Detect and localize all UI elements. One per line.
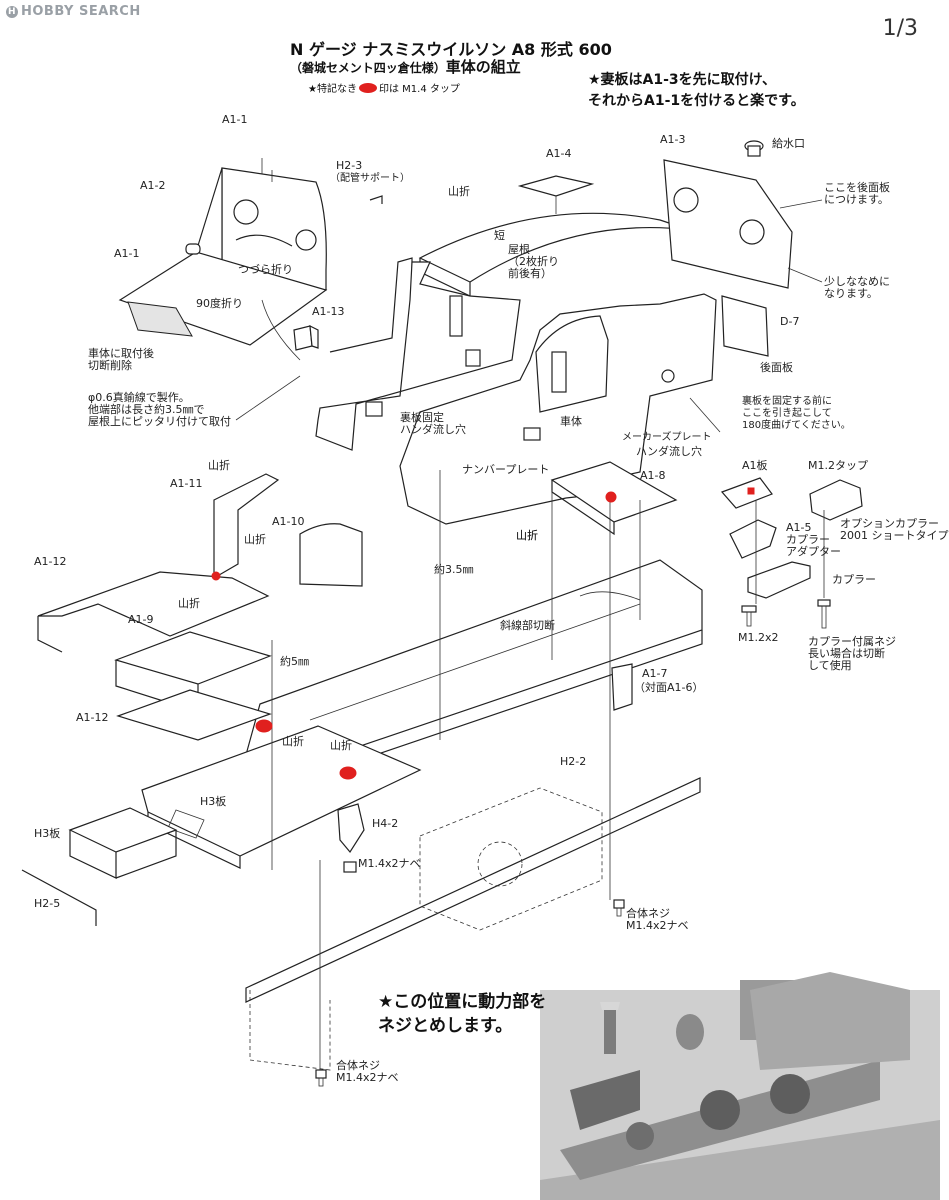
assembly-tip-note: ★妻板はA1-3を先に取付け、 それからA1-1を付けると楽です。 [588, 72, 805, 109]
part-a1-13 [293, 324, 319, 351]
label-a1-3: A1-3 [660, 133, 686, 146]
watermark-mark: H [6, 6, 18, 18]
subtitle-main: 車体の組立 [445, 58, 521, 76]
label-a1-13: A1-13 [312, 305, 345, 318]
h2-2 [245, 777, 701, 1071]
body-side-right [399, 293, 717, 525]
label-a1-10: A1-10 [272, 515, 305, 528]
label-tsudura: つづら折り [238, 263, 293, 276]
label-m14x2-nabe: M1.4x2ナベ [358, 857, 421, 870]
label-m12x2: M1.2x2 [738, 631, 779, 644]
label-option-coupler: オプションカプラー 2001 ショートタイプ [840, 517, 949, 542]
label-back-plate: 後面板 [760, 361, 793, 374]
label-a1-1-top: A1-1 [222, 113, 248, 126]
label-assembly-screw-bottom: 合体ネジ M1.4x2ナベ [336, 1059, 399, 1084]
model-photo [540, 972, 940, 1200]
page-title: N ゲージ ナスミスウイルソン A8 形式 600 [290, 40, 612, 59]
label-a1-12-top: A1-12 [34, 555, 67, 568]
motor-ghost [419, 787, 603, 931]
page-number: 1/3 [882, 16, 918, 41]
label-d7: D-7 [780, 315, 800, 328]
motor-screw-note: ★この位置に動力部を ネジとめします。 [378, 992, 547, 1036]
chassis-plate [141, 725, 422, 869]
label-coupler: カプラー [832, 573, 876, 586]
label-h2-3: H2-3 [336, 159, 363, 172]
label-body: 車体 [560, 415, 582, 428]
label-back-solder: 裏板固定 ハンダ流し穴 [400, 411, 466, 436]
label-h2-5: H2-5 [34, 897, 61, 910]
label-a1-1-left: A1-1 [114, 247, 140, 260]
label-yamaori-roof: 山折 [448, 185, 470, 198]
label-assembly-screw-right: 合体ネジ M1.4x2ナベ [626, 907, 689, 932]
label-yamaori-d: 山折 [178, 597, 200, 610]
label-a1-9: A1-9 [128, 613, 154, 626]
tap-legend: ★特記なき 印は M1.4 タップ [308, 80, 460, 95]
label-a1-7-sub: （対面A1-6） [634, 681, 704, 694]
label-short: 短 [494, 229, 505, 242]
label-yamaori-e: 山折 [516, 529, 538, 542]
label-roof: 屋根 （2枚折り 前後有） [508, 243, 559, 280]
back-plate [663, 140, 793, 357]
label-a1-11: A1-11 [170, 477, 203, 490]
label-bend90: 90度折り [196, 297, 243, 310]
h3-plate-left [68, 807, 178, 879]
tap-legend-prefix: ★特記なき [308, 84, 357, 95]
label-yamaori-f: 山折 [282, 735, 304, 748]
label-a1-12-bottom: A1-12 [76, 711, 109, 724]
coupler-assembly [720, 477, 863, 629]
assembly-guides [235, 158, 825, 1070]
watermark-text: HOBBY SEARCH [21, 4, 141, 19]
label-back-note: ここを後面板 につけます。 [824, 181, 890, 206]
label-slant-note: 少しななめに なります。 [824, 275, 890, 300]
label-back-fix-note: 裏板を固定する前に ここを引き起こして 180度曲げてください。 [742, 396, 851, 431]
label-hatch-cut: 斜線部切断 [500, 619, 555, 632]
pipe-support [261, 195, 413, 361]
label-yamaori-c: 山折 [244, 533, 266, 546]
body-side-left [315, 261, 521, 451]
label-number-plate: ナンバープレート [462, 463, 550, 476]
label-water-inlet: 給水口 [772, 137, 805, 150]
label-solder-hole: ハンダ流し穴 [636, 445, 702, 458]
label-coupler-screw: カプラー付属ネジ 長い場合は切断 して使用 [808, 635, 896, 672]
label-yamaori-b: 山折 [208, 459, 230, 472]
label-wire-note: φ0.6真鍮線で製作。 他端部は長さ約3.5㎜で 屋根上にピッタリ付けて取付 [88, 391, 231, 428]
a1-10-part [299, 523, 363, 587]
label-h3-board-center: H3板 [200, 795, 227, 808]
label-yamaori-a: 山折 [516, 529, 538, 542]
label-h2-2: H2-2 [560, 755, 587, 768]
subtitle-small: （磐城セメント四ッ倉仕様） [290, 61, 446, 75]
label-a1-2: A1-2 [140, 179, 166, 192]
label-a1-4: A1-4 [546, 147, 572, 160]
a1-7-part [611, 663, 633, 711]
page-subtitle: （磐城セメント四ッ倉仕様）車体の組立 [290, 56, 521, 77]
screws [315, 899, 625, 1087]
label-a1-board: A1板 [742, 459, 768, 472]
red-dot-icon [358, 83, 377, 93]
label-approx35: 約3.5㎜ [434, 563, 474, 576]
label-h2-3-sub: （配管サポート） [330, 173, 410, 184]
label-maker-plate: メーカーズプレート [622, 432, 712, 443]
label-yamaori-g: 山折 [330, 739, 352, 752]
label-m12-tap: M1.2タップ [808, 459, 868, 472]
label-h3-board-left: H3板 [34, 827, 61, 840]
tap-markers [211, 487, 755, 780]
label-a1-7: A1-7 [642, 667, 668, 680]
a1-9-part [37, 571, 272, 741]
label-a1-5: A1-5 [786, 521, 812, 534]
h2-5 [21, 869, 97, 926]
label-approx5: 約5㎜ [280, 655, 309, 668]
cab-front-part [118, 167, 328, 346]
label-cut-note: 車体に取付後 切断削除 [88, 347, 154, 372]
label-h4-2: H4-2 [372, 817, 399, 830]
tap-legend-suffix: 印は M1.4 タップ [378, 84, 460, 95]
label-a1-8: A1-8 [640, 469, 666, 482]
rear-deck [550, 461, 678, 536]
label-coupler-adapter: カプラー アダプター [786, 533, 841, 558]
h4-2-part [337, 803, 365, 873]
a1-11-part [213, 473, 280, 580]
